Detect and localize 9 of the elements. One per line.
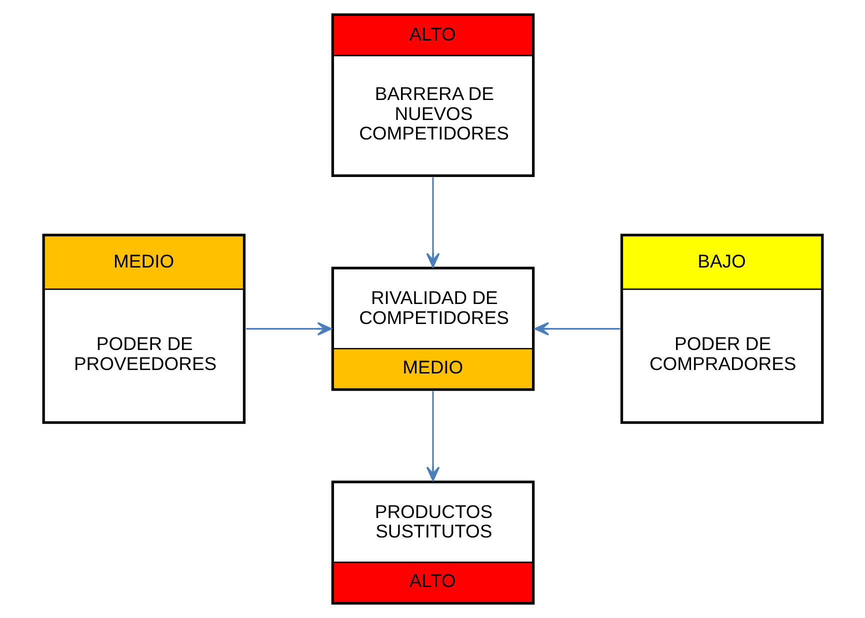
node-box: MEDIO PODER DE PROVEEDORES — [42, 234, 246, 424]
node-box: PRODUCTOS SUSTITUTOS ALTO — [330, 480, 534, 605]
node-box: ALTO BARRERA DE NUEVOS COMPETIDORES — [330, 13, 534, 177]
arrow — [426, 391, 440, 482]
node-box: BAJO PODER DE COMPRADORES — [620, 234, 824, 424]
node-box: RIVALIDAD DE COMPETIDORES MEDIO — [330, 266, 534, 391]
arrow — [246, 322, 332, 336]
arrow — [426, 177, 440, 268]
arrow — [534, 322, 620, 336]
